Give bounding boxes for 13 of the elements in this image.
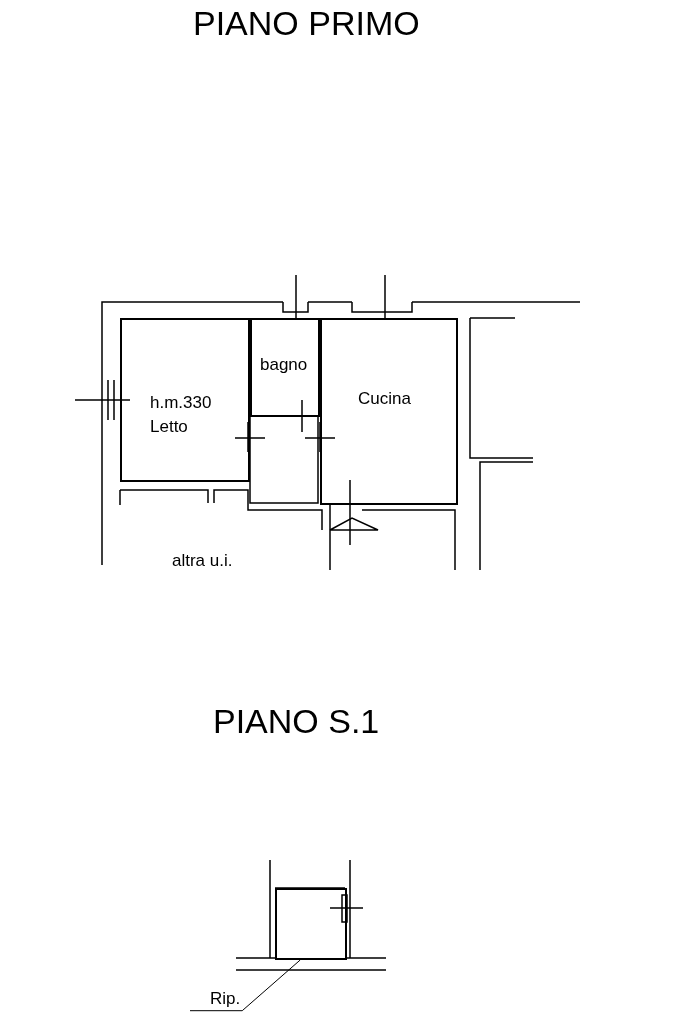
callout-text: Rip. — [210, 990, 241, 1009]
floor-heading: PIANO PRIMO — [193, 4, 420, 43]
room-label: Cucina — [358, 390, 411, 409]
room — [250, 318, 320, 417]
room — [275, 888, 347, 960]
floor-heading: PIANO S.1 — [213, 702, 380, 741]
leader-line — [189, 959, 301, 1012]
room-label: Letto — [150, 418, 188, 437]
room — [320, 318, 458, 505]
room — [120, 318, 250, 482]
height-label: h.m.330 — [150, 394, 212, 413]
room-label: bagno — [260, 356, 308, 375]
room-label: altra u.i. — [172, 552, 233, 571]
